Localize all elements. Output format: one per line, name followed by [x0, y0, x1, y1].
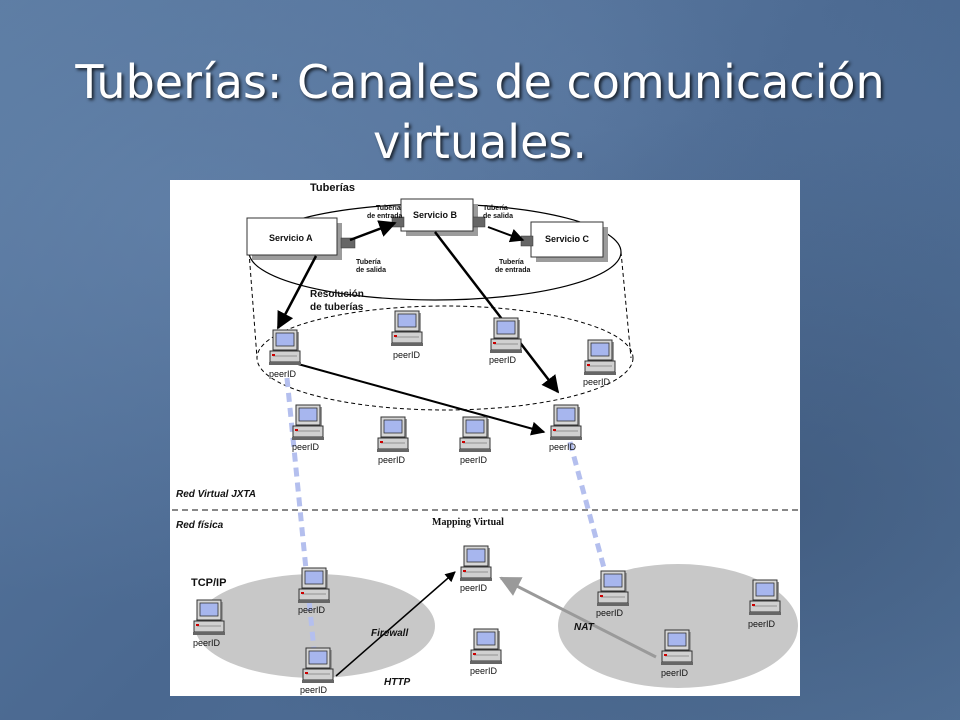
pipe-output-label: Tubería [356, 259, 381, 266]
pipe-input-label: de entrada [495, 267, 531, 274]
tcpip-label: TCP/IP [191, 577, 226, 589]
arrow-firewall-to-mapping [335, 571, 456, 677]
peer-physical-mapping [459, 545, 493, 582]
http-label: HTTP [384, 677, 410, 688]
pipe-resolution-ellipse [256, 305, 634, 411]
peer-label: peerID [193, 638, 221, 648]
pipe-output-label: Tubería [483, 205, 508, 212]
arrow-b-to-c [487, 226, 525, 243]
diagram-canvas: peerID peerID peerID peerID peerID peerI… [172, 182, 798, 695]
pipe-input-label: Tubería [376, 205, 401, 212]
pipe-resolution-label: Resolución [310, 289, 364, 300]
physical-network-label: Red física [176, 520, 224, 531]
peer-physical-2 [192, 599, 226, 636]
peer-virtual-1 [268, 329, 302, 366]
pipe-input-label: Tubería [499, 259, 524, 266]
arrow-peer-to-peer [297, 363, 546, 436]
title-line-2: virtuales. [373, 115, 587, 169]
jxta-pipes-diagram: peerID peerID peerID peerID peerID peerI… [170, 180, 800, 696]
firewall-label: Firewall [371, 628, 408, 639]
tcpip-network-cloud [195, 574, 435, 678]
mapping-virtual-label: Mapping Virtual [432, 517, 504, 528]
peer-virtual-6 [376, 416, 410, 453]
nat-label: NAT [574, 622, 595, 633]
peer-label: peerID [269, 369, 297, 379]
peer-label: peerID [489, 355, 517, 365]
peer-label: peerID [661, 668, 689, 678]
pipe-input-label: de entrada [367, 213, 403, 220]
peer-physical-5 [596, 570, 630, 607]
peer-label: peerID [378, 455, 406, 465]
service-a-label: Servicio A [269, 233, 313, 243]
peer-physical-4 [469, 628, 503, 665]
peer-label: peerID [460, 455, 488, 465]
arrow-a-to-peer [276, 255, 318, 330]
peer-physical-7 [660, 629, 694, 666]
slide-title: Tuberías: Canales de comunicación virtua… [0, 52, 960, 172]
peer-label: peerID [460, 583, 488, 593]
service-c-box [520, 221, 608, 262]
title-line-1: Tuberías: Canales de comunicación [75, 55, 885, 109]
service-b-box [391, 198, 486, 236]
peer-label: peerID [292, 442, 320, 452]
mapping-line-left [284, 377, 317, 651]
peer-virtual-5 [291, 404, 325, 441]
peer-label: peerID [583, 377, 611, 387]
peer-virtual-3 [489, 317, 523, 354]
pipes-title: Tuberías [310, 182, 355, 194]
arrow-b-to-peer [434, 231, 560, 394]
pipe-output-label: de salida [356, 267, 386, 274]
peer-virtual-8 [549, 404, 583, 441]
pipe-resolution-label: de tuberías [310, 302, 364, 313]
arrow-a-to-b [349, 220, 397, 242]
peer-label: peerID [748, 619, 776, 629]
service-c-label: Servicio C [545, 234, 590, 244]
peer-label: peerID [596, 608, 624, 618]
service-a-box [246, 217, 356, 260]
peer-physical-3 [301, 647, 335, 684]
peer-label: peerID [470, 666, 498, 676]
virtual-network-label: Red Virtual JXTA [176, 489, 256, 500]
mapping-line-right [567, 441, 607, 569]
peer-label: peerID [393, 350, 421, 360]
peer-physical-1 [297, 567, 331, 604]
service-b-label: Servicio B [413, 210, 458, 220]
peer-virtual-7 [458, 416, 492, 453]
pipe-output-label: de salida [483, 213, 513, 220]
peer-label: peerID [549, 442, 577, 452]
peer-label: peerID [300, 685, 328, 695]
peer-physical-6 [748, 579, 782, 616]
arrow-nat-to-mapping [499, 576, 657, 659]
peer-label: peerID [298, 605, 326, 615]
peer-virtual-2 [390, 310, 424, 347]
peer-virtual-4 [583, 339, 617, 376]
